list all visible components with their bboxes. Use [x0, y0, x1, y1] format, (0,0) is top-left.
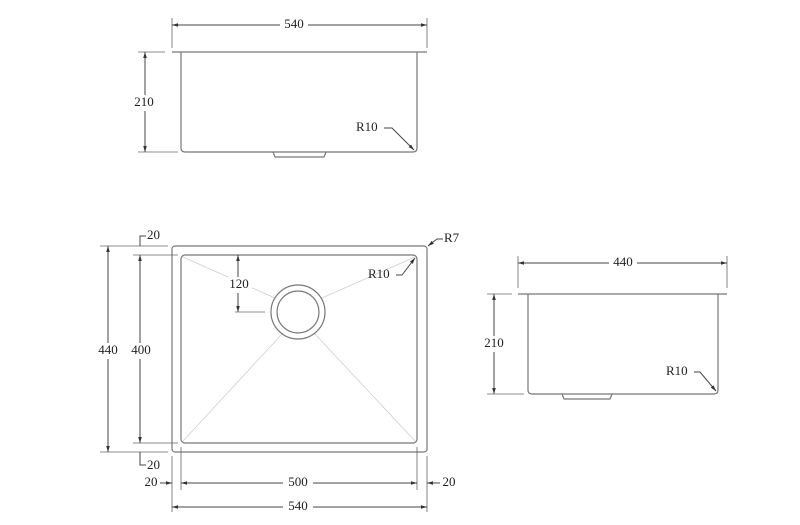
side-view: 440 210 R10	[480, 254, 728, 400]
drain-offset-label: 120	[229, 276, 249, 291]
front-drain	[272, 151, 327, 158]
front-view: 540 210 R10	[130, 16, 428, 158]
front-radius-label: R10	[356, 119, 378, 134]
inner-width-label: 500	[288, 474, 308, 489]
right-margin-label: 20	[443, 474, 456, 489]
drain-outer	[270, 284, 326, 340]
front-bowl	[180, 52, 418, 153]
front-width-label: 540	[284, 16, 304, 31]
side-drain	[561, 393, 613, 400]
top-margin-label: 20	[147, 227, 160, 242]
inner-bowl	[180, 254, 418, 444]
inner-height-label: 400	[131, 342, 151, 357]
side-radius-label: R10	[666, 363, 688, 378]
front-height-label: 210	[134, 94, 154, 109]
outer-rim	[171, 245, 428, 453]
outer-radius-label: R7	[444, 230, 460, 245]
side-bowl	[527, 294, 719, 395]
bottom-margin-label: 20	[147, 457, 160, 472]
side-width-label: 440	[613, 254, 633, 269]
drain-inner	[276, 290, 320, 334]
inner-radius-label: R10	[368, 266, 390, 281]
side-height-label: 210	[484, 335, 504, 350]
outer-height-label: 440	[98, 342, 118, 357]
outer-width-label: 540	[288, 498, 308, 513]
left-margin-label: 20	[145, 474, 158, 489]
plan-view: 440 400 20 20 120 500 20 20 540 R7 R10	[94, 227, 460, 515]
